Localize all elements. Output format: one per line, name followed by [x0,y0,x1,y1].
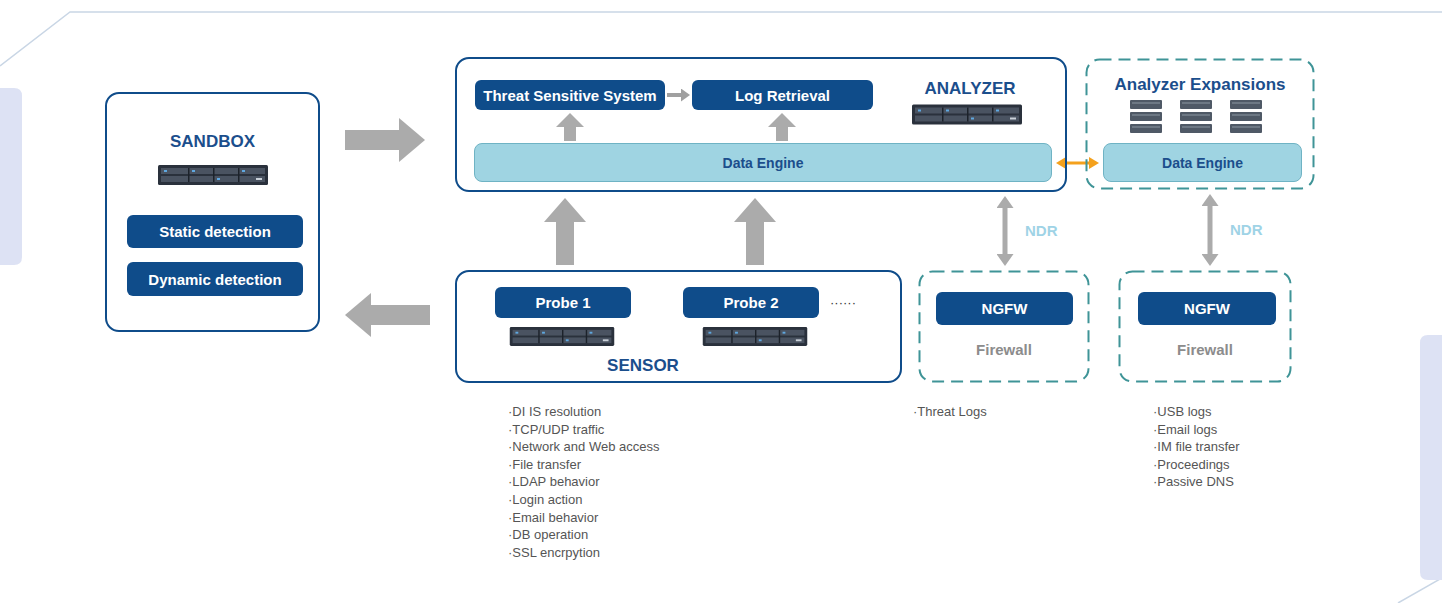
analyzer-panel: Threat Sensitive System Log RetrievalData… [455,57,1067,192]
frame-line [1398,578,1442,603]
panel-title: ANALYZER [895,79,1045,99]
flow-arrow [564,127,576,141]
detection-button: Static detection [127,215,303,248]
panel-title: SANDBOX [107,132,318,152]
flow-arrow [556,222,574,265]
data-engine-band: Data Engine [1103,143,1302,182]
list-item: ·Email logs [1153,422,1217,438]
sandbox-panel: Static detectionDynamic detection SANDBOX [105,92,320,332]
node-label: Dynamic detection [148,271,281,288]
list-item: ·File transfer [508,457,581,473]
detection-button: Dynamic detection [127,262,303,296]
ngfw-button: NGFW [936,292,1073,325]
firewall-panel: NGFW Firewall [1118,270,1292,383]
list-item: ·Threat Logs [913,404,987,420]
server-stack-icon [1180,100,1212,133]
flow-arrow [1208,206,1213,254]
list-item: ·IM file transfer [1153,439,1240,455]
ellipsis-label: ······ [830,295,856,311]
flow-arrow [1003,208,1008,254]
list-item: ·Network and Web access [508,439,660,455]
list-item: ·Email behavior [508,510,598,526]
firewall-panel: NGFW Firewall [918,270,1090,383]
dashed-outline [918,270,1090,383]
list-item: ·Login action [508,492,582,508]
flow-arrow [345,130,399,150]
flow-arrow [371,305,430,325]
node-label: Data Engine [1162,155,1243,171]
data-engine-band: Data Engine [474,143,1052,182]
list-item: ·DI IS resolution [508,404,601,420]
list-item: ·LDAP behavior [508,474,600,490]
probe-button: Probe 2 [683,287,819,318]
list-item: ·SSL encrpytion [508,545,600,561]
node-label: Log Retrieval [735,87,830,104]
edge-label: NDR [1023,222,1060,240]
side-tab [0,88,22,265]
dashed-border [920,272,1089,382]
panel-title: Analyzer Expansions [1085,75,1315,95]
list-item: ·USB logs [1153,404,1212,420]
server-icon [510,327,615,346]
sensor-panel: Probe 1 Probe 2 SENSOR [455,270,902,383]
list-item: ·DB operation [508,527,588,543]
dashed-outline [1118,270,1292,383]
module-button: Log Retrieval [692,80,873,110]
list-item: ·Passive DNS [1153,474,1234,490]
server-icon [158,165,268,185]
node-label: Threat Sensitive System [483,87,656,104]
expansion-panel: Data Engine Analyzer Expansions [1085,58,1315,190]
node-label: Probe 2 [723,294,778,311]
flow-arrow [667,93,681,97]
side-tab [1420,335,1442,580]
node-label: Data Engine [723,155,804,171]
server-stack-icon [1230,100,1262,133]
node-label: NGFW [1184,300,1230,317]
node-label: NGFW [982,300,1028,317]
node-label: Static detection [159,223,271,240]
flow-arrow [746,222,764,265]
list-item: ·Proceedings [1153,457,1230,473]
panel-title: Firewall [1118,341,1292,358]
server-icon [703,327,808,346]
server-stack-icon [1130,100,1162,133]
panel-title: Firewall [918,341,1090,358]
server-icon [912,105,1022,125]
dashed-border [1120,272,1291,382]
ngfw-button: NGFW [1138,292,1276,325]
edge-label: NDR [1228,221,1265,239]
probe-button: Probe 1 [495,287,631,318]
node-label: Probe 1 [535,294,590,311]
module-button: Threat Sensitive System [475,80,665,110]
panel-title: SENSOR [563,356,723,376]
list-item: ·TCP/UDP traffic [508,422,604,438]
flow-arrow [776,127,788,141]
